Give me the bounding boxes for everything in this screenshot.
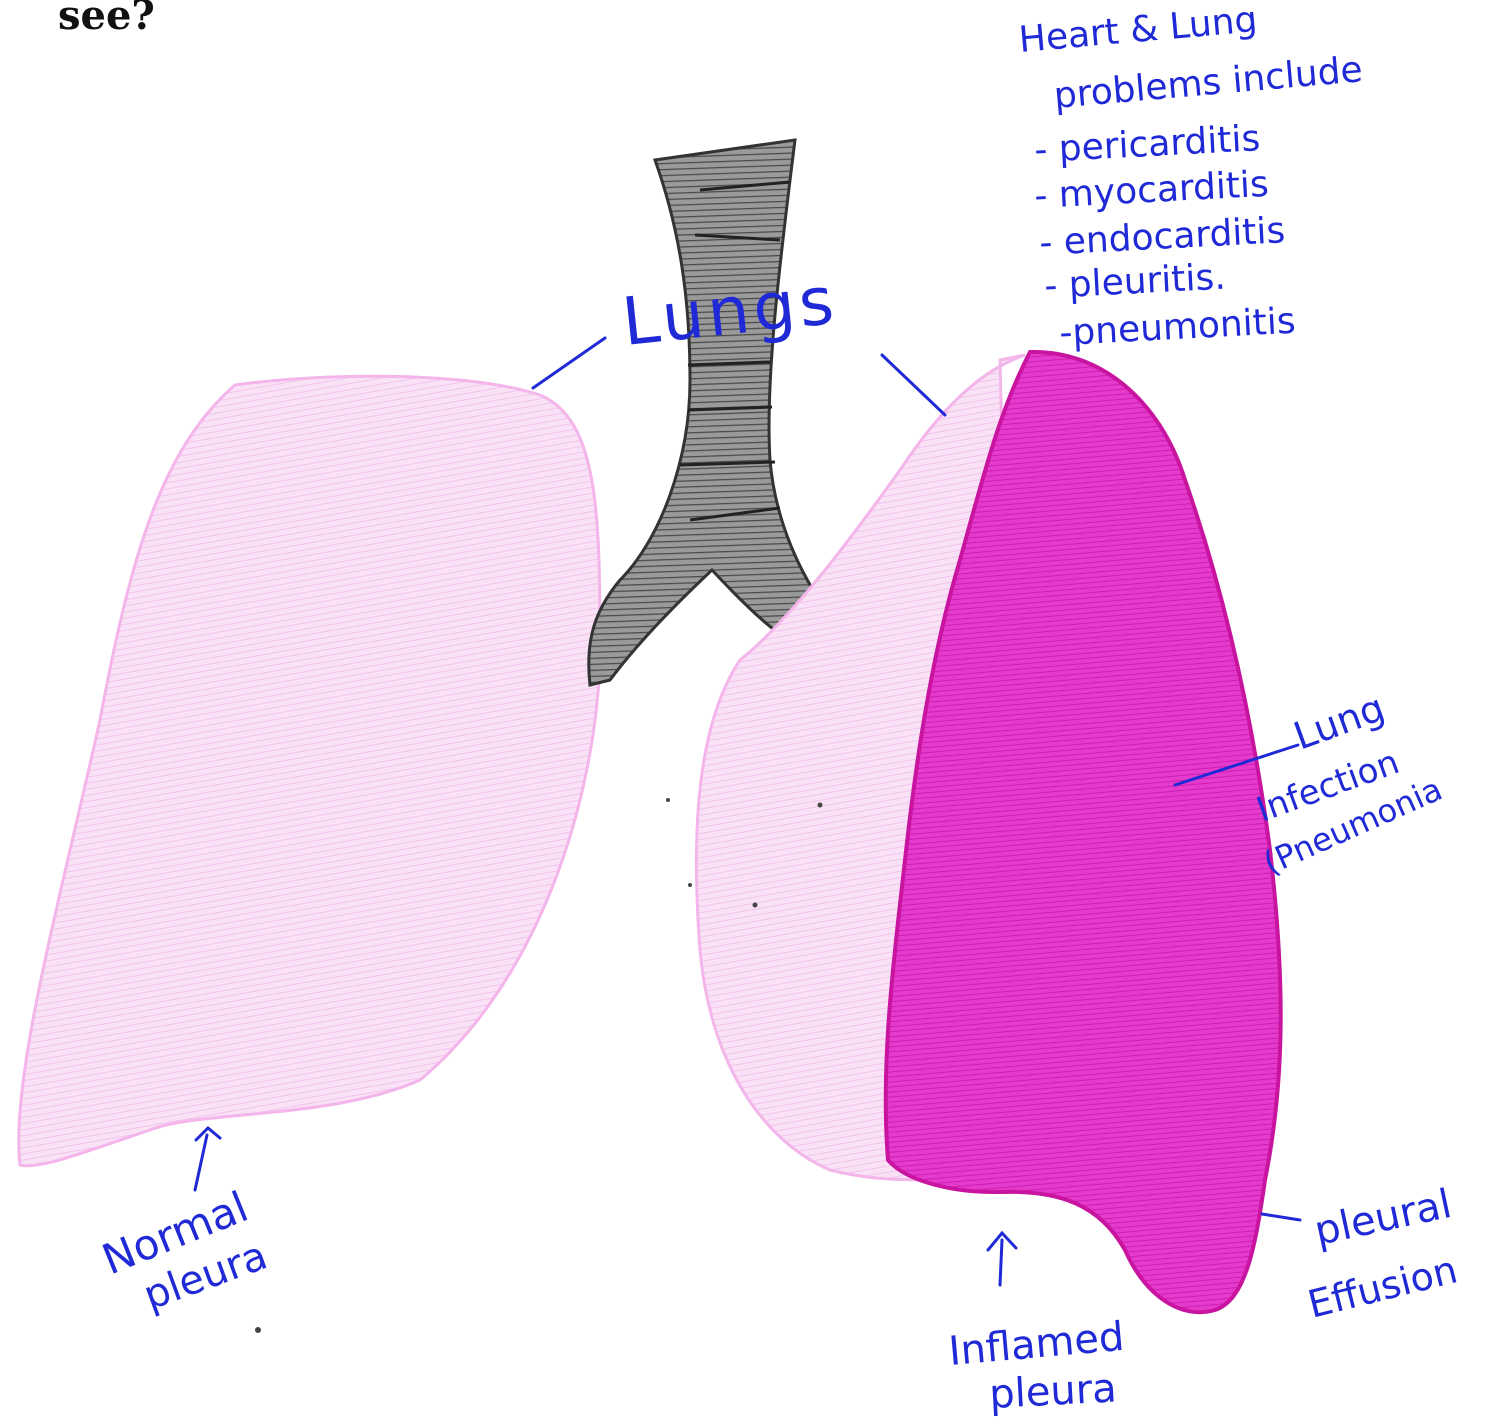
notes-item-endocarditis: - endocarditis	[1038, 210, 1286, 264]
notes-item-pleuritis: - pleuritis.	[1043, 257, 1226, 307]
pleural-effusion-line-1: pleural	[1311, 1181, 1456, 1255]
trachea	[589, 140, 830, 685]
notes-item-pericarditis: - pericarditis	[1033, 118, 1261, 171]
notes-title-line-2: problems include	[1052, 49, 1364, 117]
inflamed-pleura-line-2: pleura	[988, 1365, 1118, 1418]
lung-infection-label: Lung Infection (Pneumonia	[1251, 685, 1447, 882]
normal-pleura-arrow	[195, 1128, 220, 1190]
normal-pleura-label: Normal pleura	[95, 1182, 273, 1319]
inflamed-pleura-label: Inflamed pleura	[947, 1314, 1126, 1418]
inflamed-pleura-arrow	[988, 1233, 1016, 1285]
lungs-pointer-left	[533, 338, 605, 388]
notes-title-line-1: Heart & Lung	[1017, 0, 1259, 61]
lungs-label: Lungs	[619, 262, 841, 361]
pleural-effusion-label: pleural Effusion	[1304, 1181, 1462, 1327]
notes-item-myocarditis: - myocarditis	[1033, 164, 1269, 217]
lungs-pointer-right	[882, 355, 945, 415]
notes-block: Heart & Lung problems include - pericard…	[1017, 0, 1364, 354]
notes-item-pneumonitis: -pneumonitis	[1058, 301, 1296, 354]
pleural-effusion-line-2: Effusion	[1304, 1247, 1462, 1326]
left-lung-normal	[19, 376, 600, 1166]
effusion-pointer	[1262, 1214, 1300, 1220]
